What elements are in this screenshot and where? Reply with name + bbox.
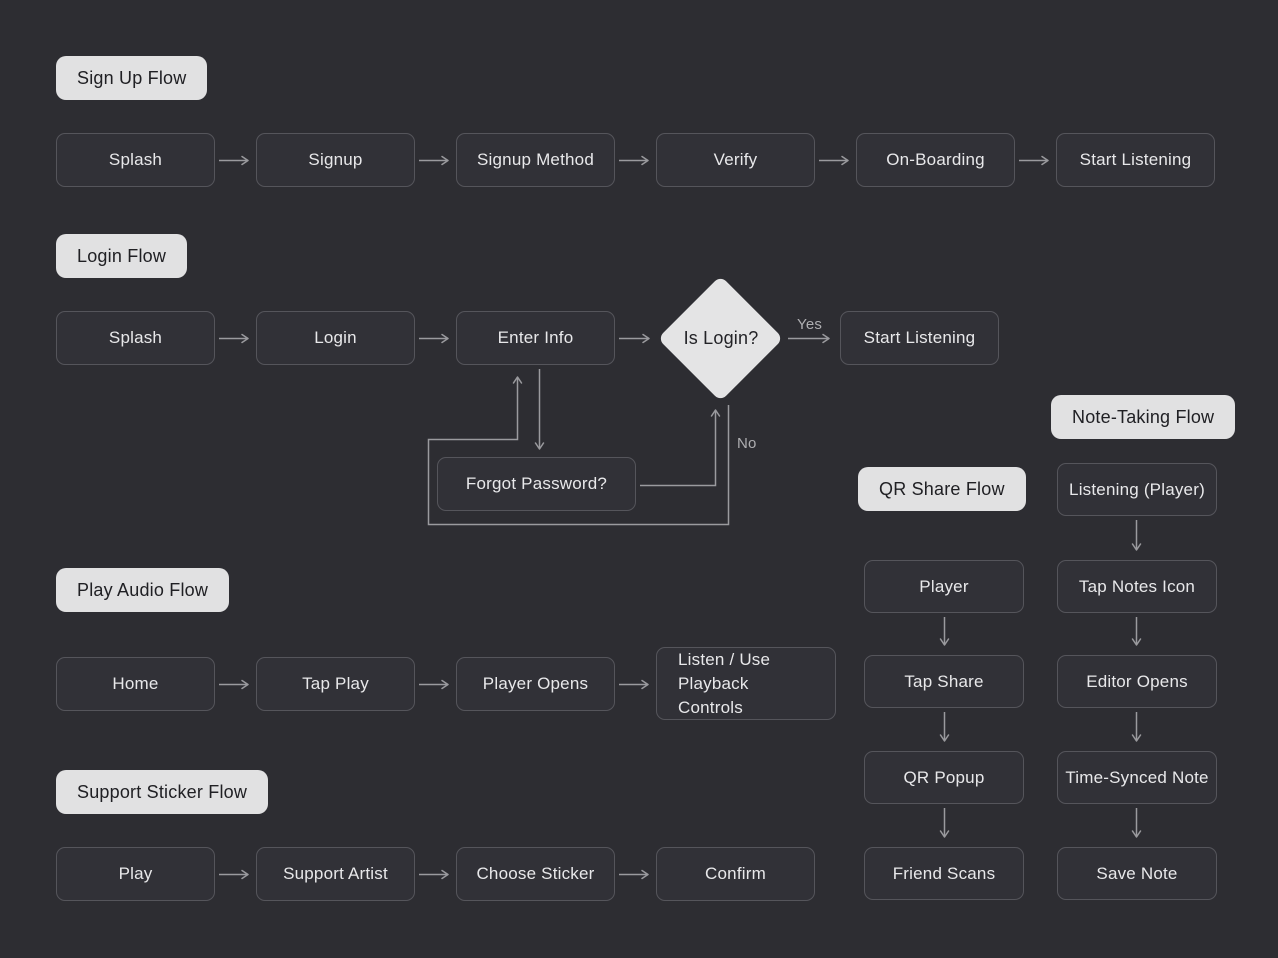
node-signup-verify[interactable]: Verify <box>656 133 815 187</box>
flow-chip-label: Play Audio Flow <box>77 579 209 600</box>
node-label: Start Listening <box>1079 150 1192 169</box>
node-qr-friend-scans[interactable]: Friend Scans <box>864 847 1024 900</box>
node-label: Time-Synced Note <box>1065 767 1209 787</box>
node-label: Home <box>112 674 159 693</box>
node-play-tap-play[interactable]: Tap Play <box>256 657 415 711</box>
node-label: Tap Play <box>302 674 369 693</box>
decision-label: Is Login? <box>683 328 759 348</box>
node-label: Tap Share <box>904 671 984 691</box>
flow-chip-label: QR Share Flow <box>879 478 1005 499</box>
node-note-tap-notes-icon[interactable]: Tap Notes Icon <box>1057 560 1217 613</box>
node-label: On-Boarding <box>886 150 985 169</box>
edge-label-no[interactable]: No <box>737 435 757 452</box>
node-label: Signup <box>308 150 363 169</box>
node-note-time-synced[interactable]: Time-Synced Note <box>1057 751 1217 804</box>
node-login-forgot-password[interactable]: Forgot Password? <box>437 457 636 511</box>
flow-chip-label: Note-Taking Flow <box>1072 406 1215 427</box>
node-label: Signup Method <box>477 150 594 169</box>
flow-chip-label: Login Flow <box>77 245 167 266</box>
node-login-login[interactable]: Login <box>256 311 415 365</box>
node-label: Player <box>919 576 969 596</box>
node-signup-start-listening[interactable]: Start Listening <box>1056 133 1215 187</box>
node-note-save-note[interactable]: Save Note <box>1057 847 1217 900</box>
node-label: Verify <box>713 150 758 169</box>
flow-chip-login[interactable]: Login Flow <box>56 234 188 278</box>
node-signup-onboarding[interactable]: On-Boarding <box>856 133 1015 187</box>
node-qr-popup[interactable]: QR Popup <box>864 751 1024 804</box>
node-sticker-choose-sticker[interactable]: Choose Sticker <box>456 847 615 901</box>
flow-chip-note-taking[interactable]: Note-Taking Flow <box>1051 395 1236 439</box>
node-label: Friend Scans <box>892 863 996 883</box>
node-login-start-listening[interactable]: Start Listening <box>840 311 999 365</box>
node-label: Support Artist <box>283 864 388 883</box>
node-label: Player Opens <box>482 674 589 693</box>
flow-chip-label: Sign Up Flow <box>77 67 187 88</box>
node-sticker-support-artist[interactable]: Support Artist <box>256 847 415 901</box>
node-note-listening-player[interactable]: Listening (Player) <box>1057 463 1217 516</box>
node-login-splash[interactable]: Splash <box>56 311 215 365</box>
flow-chip-signup[interactable]: Sign Up Flow <box>56 56 208 100</box>
node-label: Listening (Player) <box>1069 479 1205 499</box>
node-label: Save Note <box>1096 863 1178 883</box>
node-label: Login <box>314 328 357 347</box>
node-label: Enter Info <box>497 328 574 347</box>
flow-chip-play-audio[interactable]: Play Audio Flow <box>56 568 230 612</box>
node-label: Play <box>118 864 153 883</box>
node-label: Forgot Password? <box>465 474 608 493</box>
flow-chip-support-sticker[interactable]: Support Sticker Flow <box>56 770 269 814</box>
node-label: Listen / Use Playback Controls <box>678 649 771 717</box>
node-play-listen-controls[interactable]: Listen / Use Playback Controls <box>656 647 836 720</box>
node-sticker-confirm[interactable]: Confirm <box>656 847 815 901</box>
node-qr-tap-share[interactable]: Tap Share <box>864 655 1024 708</box>
node-label: Confirm <box>705 864 766 883</box>
node-label: Splash <box>108 328 163 347</box>
node-label: QR Popup <box>903 767 985 787</box>
node-note-editor-opens[interactable]: Editor Opens <box>1057 655 1217 708</box>
node-sticker-play[interactable]: Play <box>56 847 215 901</box>
flow-chip-qr-share[interactable]: QR Share Flow <box>858 467 1026 511</box>
node-label: Choose Sticker <box>476 864 595 883</box>
node-qr-player[interactable]: Player <box>864 560 1024 613</box>
node-login-enter-info[interactable]: Enter Info <box>456 311 615 365</box>
node-play-player-opens[interactable]: Player Opens <box>456 657 615 711</box>
node-label: Start Listening <box>863 328 976 347</box>
node-label: Splash <box>108 150 163 169</box>
node-signup-signup[interactable]: Signup <box>256 133 415 187</box>
flow-chip-label: Support Sticker Flow <box>77 781 248 802</box>
node-signup-splash[interactable]: Splash <box>56 133 215 187</box>
node-label: Tap Notes Icon <box>1078 576 1196 596</box>
node-play-home[interactable]: Home <box>56 657 215 711</box>
edge-label-yes[interactable]: Yes <box>797 316 823 333</box>
node-label: Editor Opens <box>1086 671 1188 691</box>
node-signup-method[interactable]: Signup Method <box>456 133 615 187</box>
